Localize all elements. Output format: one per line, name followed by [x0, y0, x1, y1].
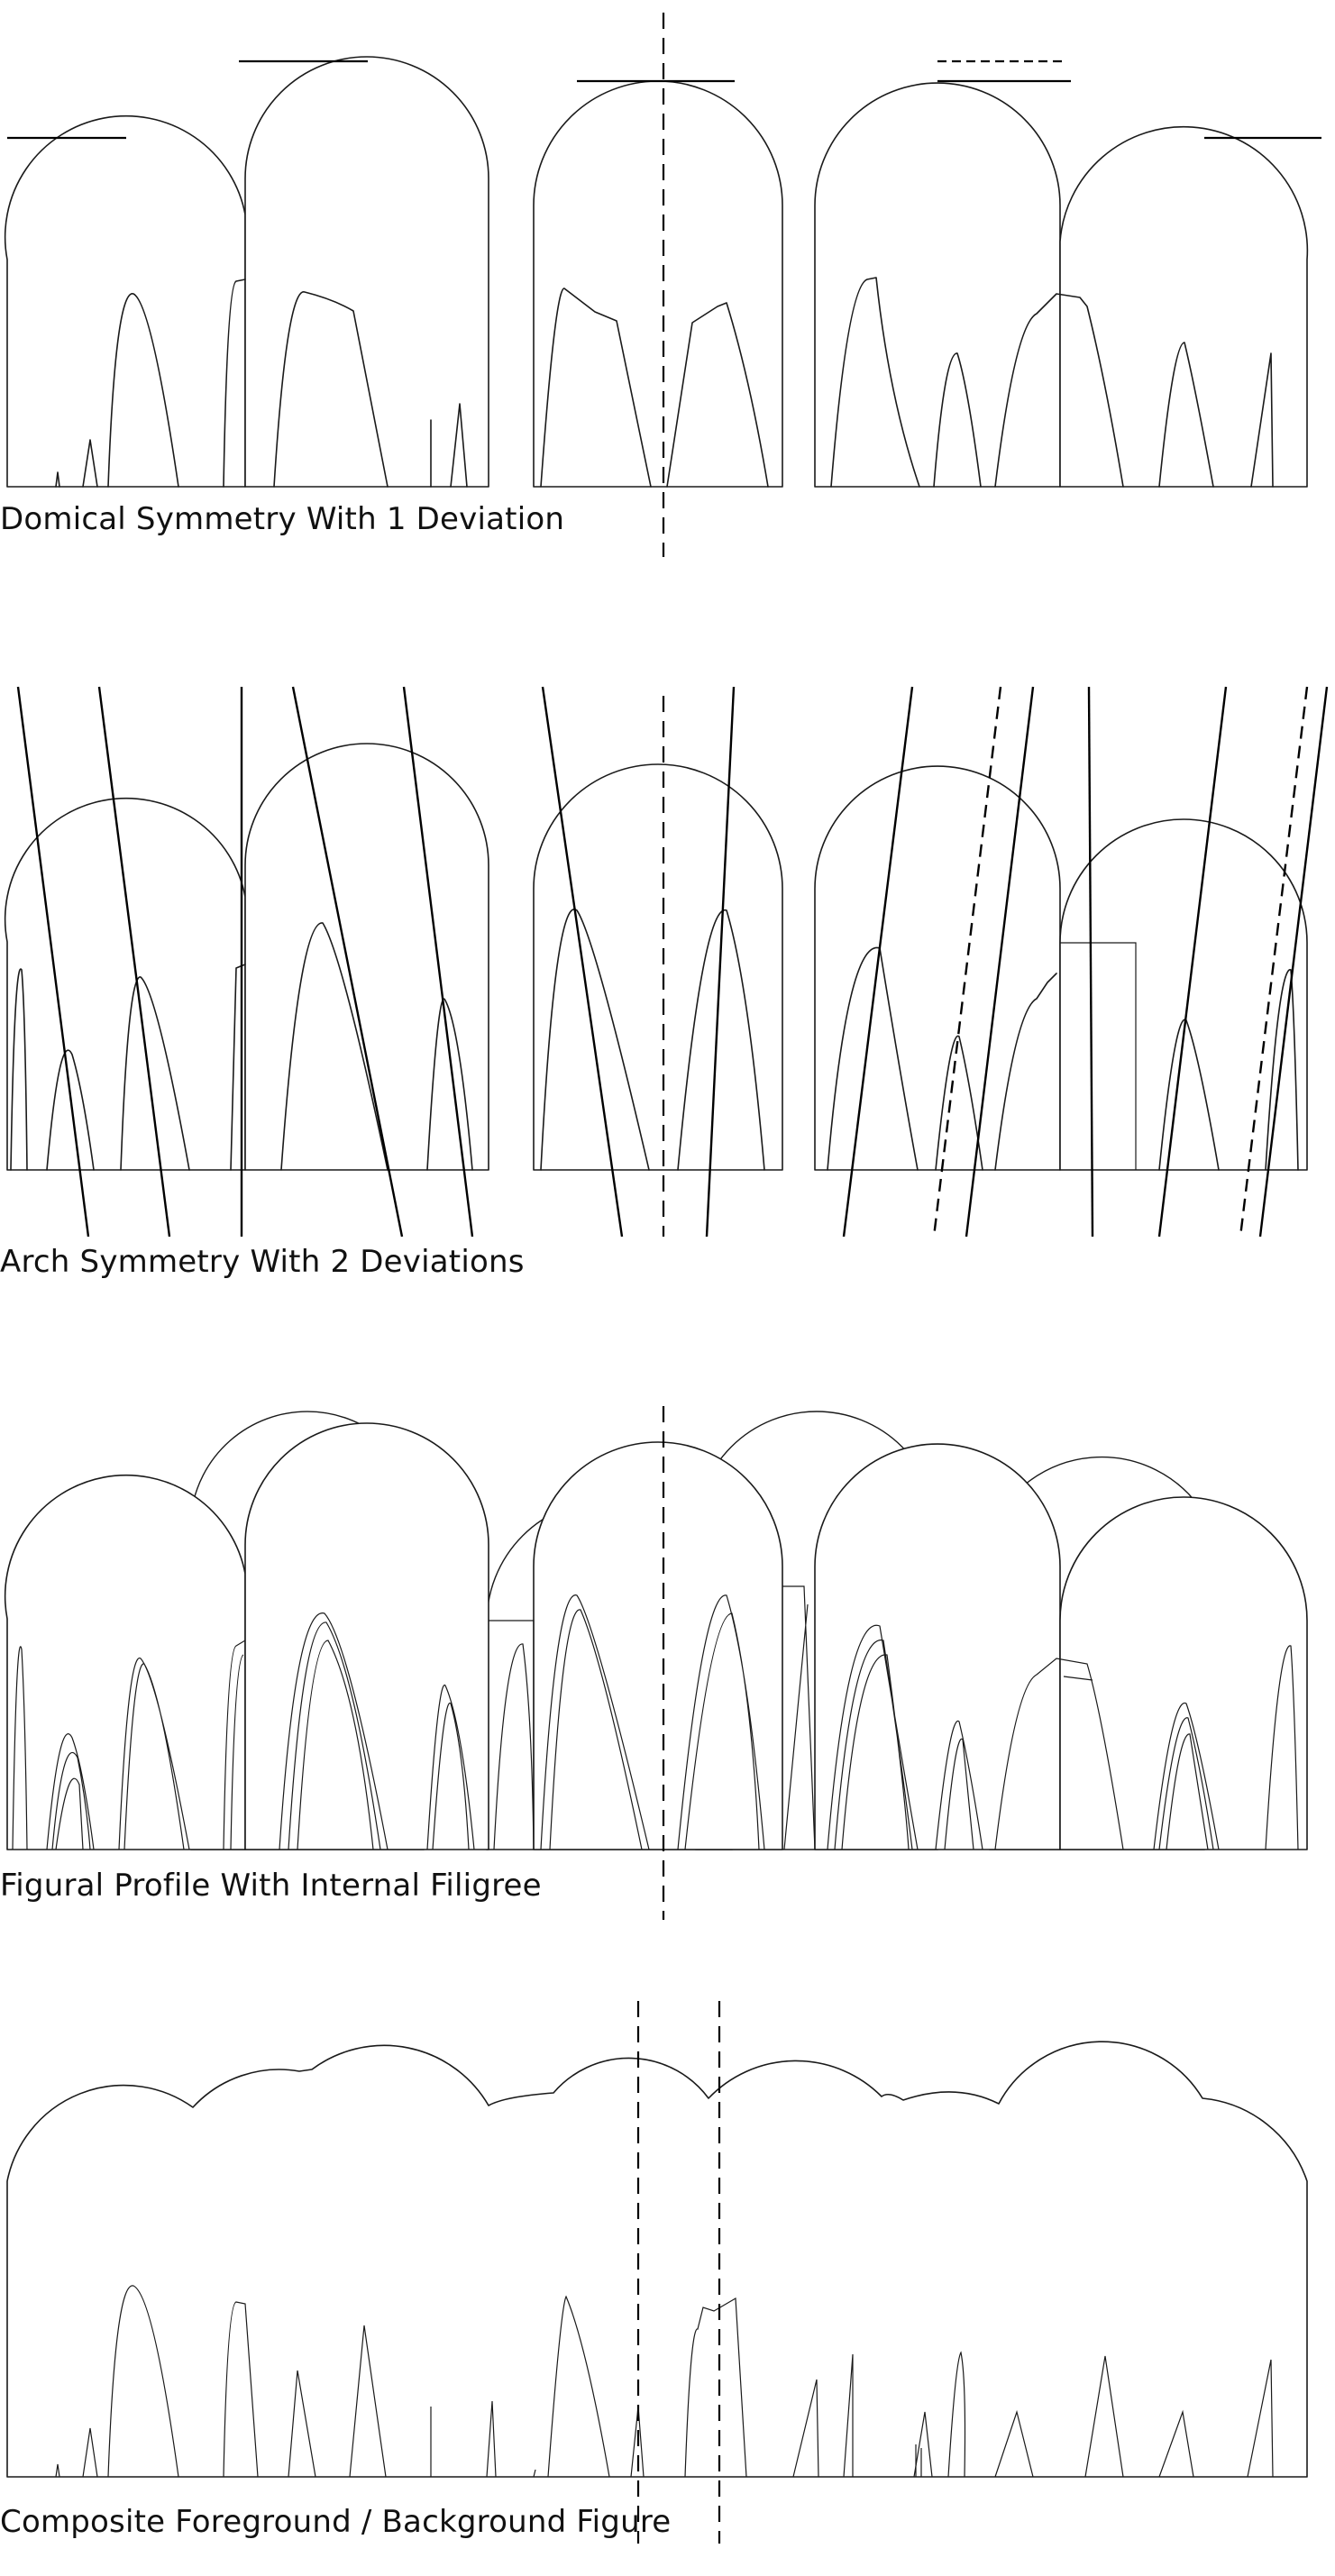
deviation-line-dashed	[932, 686, 1002, 1238]
deviation-line	[1157, 686, 1228, 1238]
arch-shape	[814, 765, 1061, 1171]
deviation-line	[16, 686, 90, 1238]
filigree	[426, 1684, 475, 1850]
inner-spike	[1250, 352, 1274, 488]
inner-arch	[10, 968, 28, 1171]
filigree	[489, 1620, 535, 1850]
panel-caption: Figural Profile With Internal Filigree	[0, 1868, 542, 1904]
deviation-line	[291, 686, 404, 1238]
filigree	[1265, 1645, 1299, 1850]
composite-spikes	[915, 2444, 922, 2477]
panel-arch	[4, 686, 1329, 1238]
inner-arch	[935, 1035, 983, 1171]
dome-arch	[1059, 125, 1309, 488]
inner-arch	[677, 909, 765, 1171]
deviation-line	[1258, 686, 1329, 1238]
inner-spike	[1158, 342, 1214, 488]
inner-arch	[540, 908, 650, 1171]
dome-arch	[4, 114, 246, 488]
filigree	[994, 1658, 1124, 1850]
figural-arch	[4, 1474, 246, 1850]
panel-domical	[4, 13, 1321, 557]
inner-arch	[46, 1049, 95, 1171]
dome-arch	[533, 80, 783, 488]
filigree	[540, 1594, 650, 1850]
filigree	[677, 1594, 765, 1850]
filigree	[827, 1624, 919, 1850]
inner-spike	[933, 352, 982, 488]
inner-spike	[994, 293, 1124, 488]
inner-spike	[666, 302, 769, 488]
inner-spike	[830, 277, 920, 488]
arch-shape	[1059, 818, 1308, 1171]
deviation-line	[965, 686, 1035, 1238]
panel-caption: Composite Foreground / Background Figure	[0, 2504, 672, 2540]
figural-arch	[533, 1441, 783, 1850]
figural-arch	[1059, 1496, 1308, 1850]
inner-arch	[1265, 969, 1299, 1171]
inner-spike	[540, 288, 652, 488]
panel-figural	[4, 1406, 1308, 1920]
inner-arch	[994, 973, 1057, 1171]
deviation-line	[402, 686, 474, 1238]
inner-arch	[120, 976, 190, 1171]
composite-silhouette	[6, 2041, 1308, 2478]
deviation-line	[842, 686, 914, 1238]
composite-spikes	[55, 2285, 1274, 2478]
filigree	[935, 1720, 983, 1850]
filigree	[782, 1585, 816, 1850]
figural-arch	[244, 1422, 489, 1850]
arch-shape	[4, 797, 246, 1171]
deviation-line-dashed	[1239, 686, 1309, 1238]
arch-shape	[244, 743, 489, 1171]
panel-composite	[6, 2001, 1308, 2544]
inner-spike	[273, 291, 389, 488]
filigree	[12, 1646, 95, 1850]
filigree	[1153, 1702, 1220, 1850]
dome-arch	[244, 56, 489, 488]
dome-arch	[814, 82, 1061, 488]
filigree	[118, 1658, 190, 1850]
inner-arch	[426, 998, 473, 1171]
deviation-line	[541, 686, 624, 1238]
filigree	[223, 1640, 246, 1850]
panel-caption: Domical Symmetry With 1 Deviation	[0, 501, 565, 537]
panel-caption: Arch Symmetry With 2 Deviations	[0, 1244, 525, 1280]
deviation-line	[705, 686, 736, 1238]
inner-spike	[430, 403, 468, 488]
inner-spike	[107, 293, 179, 488]
inner-arch	[280, 922, 389, 1171]
inner-spike	[223, 279, 246, 488]
arch-shape	[533, 763, 783, 1171]
deviation-line	[97, 686, 171, 1238]
offset-frame	[1060, 942, 1137, 1170]
filigree	[279, 1612, 389, 1850]
figural-arch	[814, 1443, 1061, 1850]
deviation-line	[1087, 686, 1094, 1238]
inner-spike	[55, 439, 98, 488]
